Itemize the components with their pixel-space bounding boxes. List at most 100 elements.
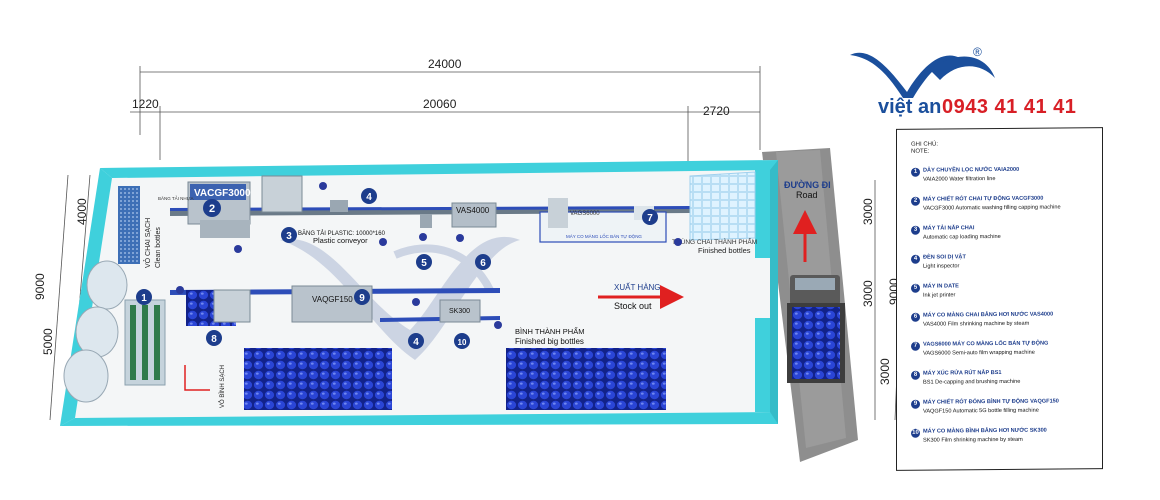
road-label-en: Road bbox=[796, 190, 818, 200]
svg-text:3: 3 bbox=[286, 231, 292, 242]
machine-label-vas4000: VAS4000 bbox=[456, 206, 490, 215]
marker-4-top: 4 bbox=[361, 188, 377, 204]
machine-label-vaqgf150: VAQGF150 bbox=[312, 295, 353, 304]
dim-left: 1220 bbox=[132, 97, 159, 111]
note-label-vn: ĐÈN SOI DỊ VẬT bbox=[923, 254, 966, 261]
watermark-logo bbox=[280, 236, 520, 360]
svg-text:6: 6 bbox=[480, 258, 486, 269]
finished-bottles-label-en: Finished bottles bbox=[698, 246, 751, 255]
hotline-number: 0943 41 41 41 bbox=[942, 96, 1077, 118]
numbered-markers: 1 2 3 4 5 6 7 8 9 10 4 bbox=[136, 188, 658, 349]
stock-out-label-en: Stock out bbox=[614, 301, 652, 311]
note-label-vn: MÁY XÚC RỬA RÚT NẮP BS1 bbox=[923, 369, 1002, 377]
note-number-badge: 1 bbox=[911, 167, 920, 177]
note-label-vn: MÁY CHIẾT RÓT ĐÓNG BÌNH TỰ ĐỘNG VAQGF150 bbox=[923, 398, 1059, 406]
dim-right: 2720 bbox=[703, 104, 730, 118]
svg-text:10: 10 bbox=[458, 338, 467, 347]
dim-height-top: 4000 bbox=[75, 198, 89, 225]
dim-road-1: 3000 bbox=[861, 198, 875, 225]
dim-road-2: 3000 bbox=[861, 280, 875, 307]
note-label-vn: VAGS6000 MÁY CO MÀNG LỐC BÁN TỰ ĐỘNG bbox=[923, 340, 1049, 348]
stock-out-label-vn: XUẤT HÀNG bbox=[614, 282, 661, 292]
svg-text:®: ® bbox=[973, 45, 982, 59]
svg-text:2: 2 bbox=[209, 203, 215, 215]
clean-bottles-label-vn: VỎ CHAI SẠCH bbox=[143, 218, 152, 268]
note-number-badge: 10 bbox=[911, 428, 920, 438]
note-label-vn: MÁY TẢI NẮP CHAI bbox=[923, 225, 975, 232]
dim-height-bottom: 5000 bbox=[41, 328, 55, 355]
note-label-vn: MÁY CO MÀNG BÌNH BẰNG HƠI NƯỚC SK300 bbox=[923, 427, 1047, 435]
note-number-badge: 9 bbox=[911, 399, 920, 409]
svg-text:4: 4 bbox=[366, 192, 372, 203]
machine-label-sk300: SK300 bbox=[449, 308, 470, 315]
marker-9: 9 bbox=[354, 289, 370, 305]
big-bottles-label-en: Finished big bottles bbox=[515, 337, 584, 346]
note-label-vn: MÁY CO MÀNG CHAI BẰNG HƠI NƯỚC VAS4000 bbox=[923, 311, 1054, 319]
lower-production-line bbox=[170, 285, 500, 326]
drainage-grate bbox=[118, 186, 140, 264]
marker-4-bottom: 4 bbox=[408, 333, 424, 349]
jar-field-left bbox=[244, 348, 392, 410]
svg-text:9: 9 bbox=[359, 293, 365, 304]
note-number-badge: 4 bbox=[911, 254, 920, 264]
svg-text:7: 7 bbox=[647, 213, 653, 224]
viet-an-logo: ® bbox=[845, 40, 1045, 125]
note-number-badge: 8 bbox=[911, 370, 920, 380]
brand-name: việt an bbox=[878, 96, 942, 118]
note-label-en: VAS4000 Film shrinking machine by steam bbox=[923, 320, 1030, 328]
marker-3: 3 bbox=[281, 227, 297, 243]
conveyor-label-en: Plastic conveyor bbox=[313, 236, 368, 245]
marker-10: 10 bbox=[454, 333, 470, 349]
delivery-truck bbox=[787, 275, 845, 383]
clean-jars-label: VỎ BÌNH SẠCH bbox=[219, 365, 226, 408]
note-label-vn: MÁY IN DATE bbox=[923, 283, 959, 290]
note-label-en: BS1 De-capping and brushing machine bbox=[923, 378, 1021, 386]
note-label-en: Automatic cap loading machine bbox=[923, 233, 1001, 241]
marker-2: 2 bbox=[203, 199, 221, 217]
marker-5: 5 bbox=[416, 254, 432, 270]
notes-title-en: NOTE: bbox=[911, 148, 930, 155]
machine-label-vacgf3000: VACGF3000 bbox=[194, 188, 251, 199]
dim-height-total: 9000 bbox=[33, 273, 47, 300]
dim-middle: 20060 bbox=[423, 97, 457, 111]
big-bottles-label-vn: BÌNH THÀNH PHẨM bbox=[515, 327, 584, 336]
marker-7: 7 bbox=[642, 209, 658, 225]
svg-text:5: 5 bbox=[421, 258, 427, 269]
note-label-en: Ink jet printer bbox=[923, 292, 956, 299]
note-number-badge: 5 bbox=[911, 283, 920, 293]
note-label-en: VAQGF150 Automatic 5G bottle filling mac… bbox=[923, 407, 1039, 415]
conveyor-label-vn: BĂNG TẢI PLASTIC: 10000*160 bbox=[298, 230, 386, 237]
note-number-badge: 7 bbox=[911, 341, 920, 351]
note-number-badge: 6 bbox=[911, 312, 920, 322]
film-wrap-label: MÁY CO MÀNG LỐC BÁN TỰ ĐỘNG bbox=[566, 233, 642, 239]
jar-field-right bbox=[506, 348, 666, 410]
road-label-vn: ĐƯỜNG ĐI bbox=[784, 179, 831, 190]
note-number-badge: 3 bbox=[911, 225, 920, 235]
note-label-en: SK300 Film shrinking machine by steam bbox=[923, 436, 1023, 444]
note-label-en: Light inspector bbox=[923, 263, 960, 270]
note-label-vn: DÂY CHUYỀN LỌC NƯỚC VAIA2000 bbox=[923, 166, 1020, 174]
water-filtration-tanks bbox=[63, 260, 166, 403]
note-number-badge: 2 bbox=[911, 196, 920, 206]
workers bbox=[176, 182, 682, 329]
marker-1: 1 bbox=[136, 289, 152, 305]
note-label-en: VACGF3000 Automatic washing filling capp… bbox=[923, 204, 1061, 212]
note-label-vn: MÁY CHIẾT RÓT CHAI TỰ ĐỘNG VACGF3000 bbox=[923, 195, 1044, 203]
viet-an-logo-mark: ® bbox=[850, 45, 995, 98]
notes-title-vn: GHI CHÚ: bbox=[911, 141, 938, 148]
svg-text:8: 8 bbox=[211, 334, 217, 345]
note-label-en: VAIA2000 Water filtration line bbox=[923, 176, 996, 183]
dim-total: 24000 bbox=[428, 57, 462, 71]
